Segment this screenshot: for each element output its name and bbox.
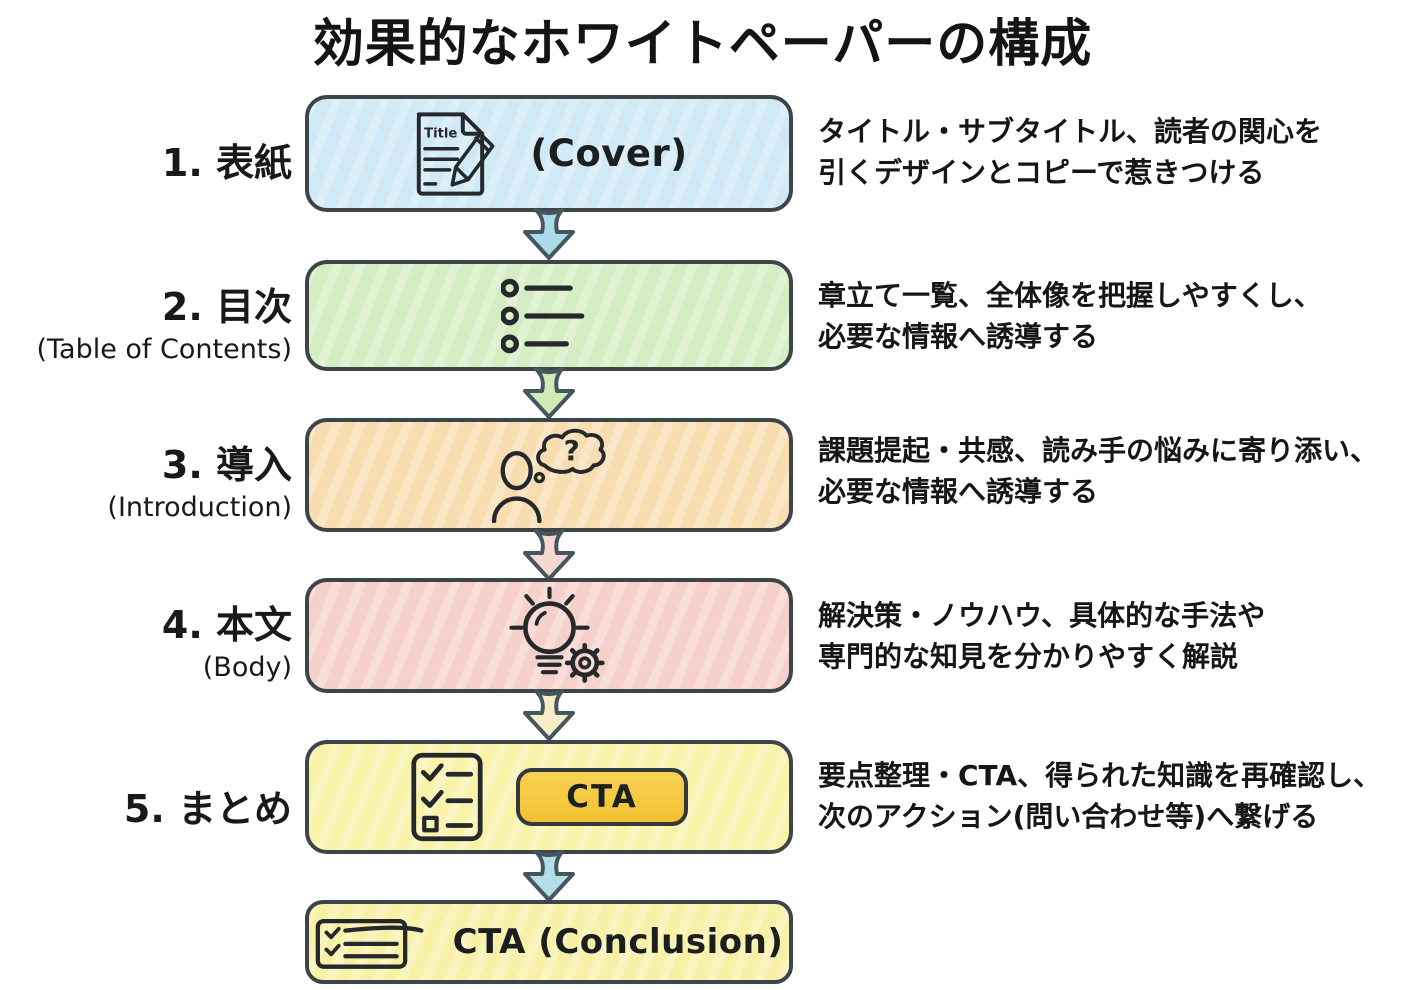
step-2-label-text: 2. 目次 xyxy=(161,285,292,329)
flow-arrow-1 xyxy=(523,208,575,260)
step-5-box-summary: CTA xyxy=(305,740,793,854)
step-1-label: 1. 表紙 xyxy=(0,132,292,187)
final-box-conclusion: CTA (Conclusion) xyxy=(305,900,793,984)
step-1-description: タイトル・サブタイトル、読者の関心を 引くデザインとコピーで惹きつける xyxy=(818,112,1404,193)
step-4-label: 4. 本文 (Body) xyxy=(0,594,292,683)
step-2-box-toc xyxy=(305,260,793,371)
step-3-label-text: 3. 導入 xyxy=(161,443,292,487)
step-2-description: 章立て一覧、全体像を把握しやすくし、 必要な情報へ誘導する xyxy=(818,276,1404,357)
step-4-desc-line1: 解決策・ノウハウ、具体的な手法や xyxy=(818,599,1266,632)
step-5-description: 要点整理・CTA、得られた知識を再確認し、 次のアクション(問い合わせ等)へ繋げ… xyxy=(818,756,1404,837)
diagram-title: 効果的なホワイトペーパーの構成 xyxy=(312,15,1093,74)
step-3-sublabel-text: (Introduction) xyxy=(107,492,292,523)
step-2-sublabel-text: (Table of Contents) xyxy=(36,334,292,365)
step-5-label: 5. まとめ xyxy=(0,778,292,833)
step-4-label-text: 4. 本文 xyxy=(161,603,292,647)
document-title-pencil-icon: Title xyxy=(410,107,498,201)
step-3-desc-line1: 課題提起・共感、読み手の悩みに寄り添い、 xyxy=(818,434,1379,467)
step-3-box-introduction: ? xyxy=(305,418,793,532)
step-5-desc-line2: 次のアクション(問い合わせ等)へ繋げる xyxy=(818,799,1319,833)
lightbulb-gear-icon xyxy=(482,585,617,687)
flow-arrow-3 xyxy=(523,529,575,581)
step-4-desc-line2: 専門的な知見を分かりやすく解説 xyxy=(818,639,1239,673)
flow-arrow-4 xyxy=(523,689,575,741)
step-5-label-text: 5. まとめ xyxy=(123,787,292,831)
checklist-icon xyxy=(410,751,484,843)
thinking-person-icon: ? xyxy=(479,427,619,523)
checklist-lines-icon xyxy=(315,913,427,971)
document-icon-title-text: Title xyxy=(424,126,457,141)
step-1-desc-line1: タイトル・サブタイトル、読者の関心を xyxy=(818,115,1323,148)
step-4-box-body xyxy=(305,578,793,693)
step-1-desc-line2: 引くデザインとコピーで惹きつける xyxy=(818,155,1265,189)
step-5-desc-line1: 要点整理・CTA、得られた知識を再確認し、 xyxy=(818,759,1382,792)
step-1-box-text: (Cover) xyxy=(530,132,688,175)
step-3-label: 3. 導入 (Introduction) xyxy=(0,434,292,523)
final-box-text: CTA (Conclusion) xyxy=(452,922,784,962)
step-4-description: 解決策・ノウハウ、具体的な手法や 専門的な知見を分かりやすく解説 xyxy=(818,596,1404,677)
step-1-box-cover: Title (Cover) xyxy=(305,95,793,212)
cta-button: CTA xyxy=(516,768,688,826)
step-1-label-text: 1. 表紙 xyxy=(161,141,292,185)
step-3-desc-line2: 必要な情報へ誘導する xyxy=(818,474,1099,508)
step-2-desc-line2: 必要な情報へ誘導する xyxy=(818,319,1099,353)
thought-question-mark: ? xyxy=(564,434,580,467)
step-2-label: 2. 目次 (Table of Contents) xyxy=(0,276,292,365)
flow-arrow-5 xyxy=(523,850,575,902)
step-4-sublabel-text: (Body) xyxy=(202,652,292,683)
bullet-list-icon xyxy=(501,278,597,354)
step-3-description: 課題提起・共感、読み手の悩みに寄り添い、 必要な情報へ誘導する xyxy=(818,431,1404,512)
step-2-desc-line1: 章立て一覧、全体像を把握しやすくし、 xyxy=(818,279,1322,312)
flow-arrow-2 xyxy=(523,367,575,419)
